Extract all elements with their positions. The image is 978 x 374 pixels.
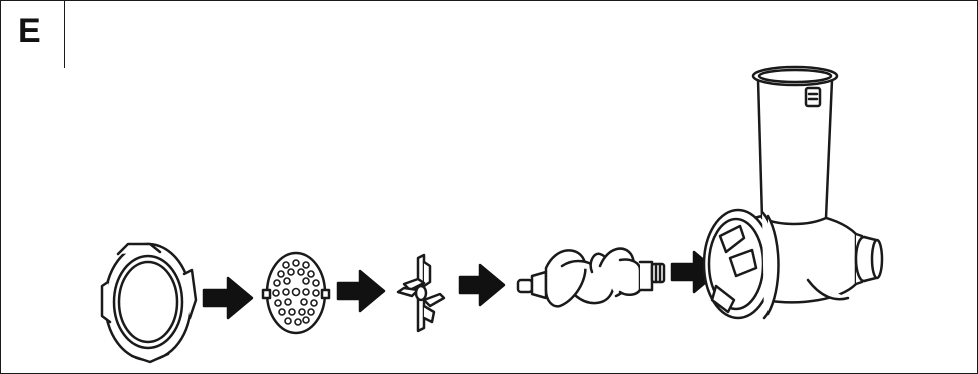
arrow-icon <box>458 263 506 307</box>
grinding-plate-icon <box>261 251 331 335</box>
step-label-box: E <box>0 0 65 68</box>
cutting-blade-icon <box>396 253 446 333</box>
arrow-icon <box>336 269 386 313</box>
step-letter: E <box>18 12 41 50</box>
grinder-housing-icon <box>702 65 884 320</box>
arrow-icon <box>202 276 254 320</box>
auger-icon <box>516 247 666 308</box>
retaining-ring-icon <box>100 242 198 364</box>
